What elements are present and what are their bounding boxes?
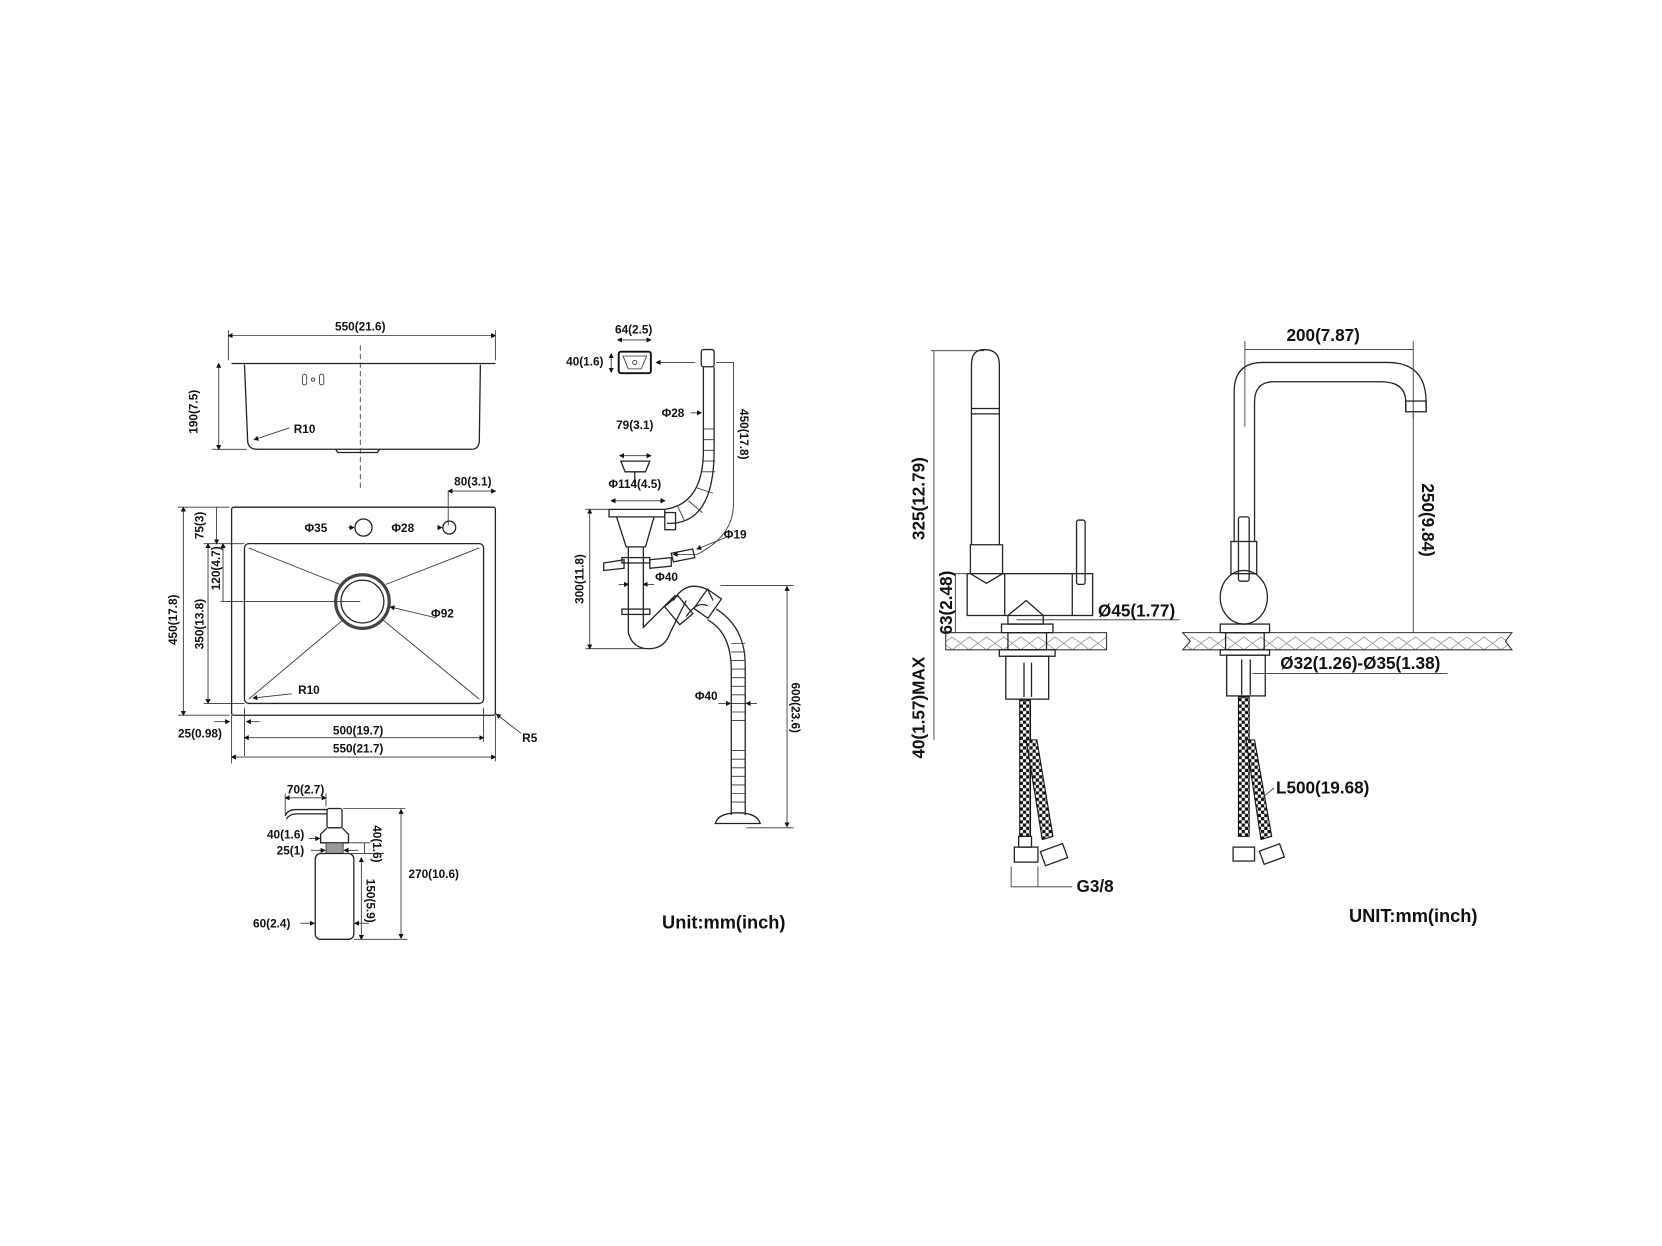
hose-length-label: 450(17.8) xyxy=(737,409,750,460)
bottle-width-label: 60(2.4) xyxy=(253,918,290,931)
tap-offset-label: 80(3.1) xyxy=(454,476,491,489)
outlet-label: Φ40 xyxy=(695,690,718,703)
hose-length-label: L500(19.68) xyxy=(1276,777,1369,797)
bowl-depth-label: 350(13.8) xyxy=(194,599,207,650)
unit-label: UNIT:mm(inch) xyxy=(1349,906,1478,926)
top-margin-label: 75(3) xyxy=(194,512,207,540)
total-height-label: 270(10.6) xyxy=(409,868,460,881)
hose-diameter-label: Φ28 xyxy=(662,407,685,420)
drain-kit: 64(2.5) 40(1.6) Φ28 450(17.8) 79(3.1) Φ1… xyxy=(566,323,801,932)
hole-2-label: Φ28 xyxy=(391,522,414,535)
soap-dispenser: 70(2.7) 40(1.6) 25(1) 60(2.4) 40(1.6) 15… xyxy=(253,783,460,941)
bottle-height-label: 150(5.9) xyxy=(364,879,377,923)
faucet-front-view: 200(7.87) 250(9.84) Ø32(1.26)-Ø35(1.38) … xyxy=(1219,325,1478,926)
faucet-body-label: 63(2.48) xyxy=(936,571,956,635)
unit-label: Unit:mm(inch) xyxy=(662,913,785,933)
mounting-hole-label: Ø32(1.26)-Ø35(1.38) xyxy=(1280,653,1440,673)
inner-radius-label: R10 xyxy=(298,684,320,697)
overall-depth-label: 450(17.8) xyxy=(167,594,180,645)
deck-thickness-label: 40(1.57)MAX xyxy=(908,656,928,759)
sink-top-view: Φ35 Φ28 80(3.1) 75(3) 120(4.7) 350(13.8)… xyxy=(167,476,538,764)
hole-1-label: Φ35 xyxy=(305,522,328,535)
trap-height-label: 300(11.8) xyxy=(573,554,586,604)
neck-label: 25(1) xyxy=(277,845,305,858)
thread-label: 40(1.6) xyxy=(370,825,383,862)
inlet-label: Φ19 xyxy=(724,528,747,541)
overflow-height-label: 40(1.6) xyxy=(566,356,603,369)
overall-width-label: 550(21.7) xyxy=(333,743,384,756)
sink-depth-label: 190(7.5) xyxy=(187,390,200,434)
overflow-width-label: 64(2.5) xyxy=(615,323,652,336)
spout-reach-label: 200(7.87) xyxy=(1286,325,1359,345)
strainer-label: 79(3.1) xyxy=(616,419,653,432)
rim-label: 25(0.98) xyxy=(178,728,222,741)
faucet-height-label: 325(12.79) xyxy=(908,457,928,540)
spout-height-label: 250(9.84) xyxy=(1418,483,1438,556)
drain-offset-label: 120(4.7) xyxy=(210,546,223,590)
sink-side-view: 550(21.6) 190(7.5) R10 xyxy=(187,320,497,488)
drain-label: Φ92 xyxy=(431,608,454,621)
faucet-side-view: 325(12.79) 63(2.48) 40(1.57)MAX Ø45(1.77… xyxy=(908,348,1513,896)
thread-size-label: G3/8 xyxy=(1077,876,1114,896)
body-diameter-label: Ø45(1.77) xyxy=(1098,601,1175,621)
flange-label: Φ114(4.5) xyxy=(608,478,661,491)
spout-label: 70(2.7) xyxy=(287,783,324,796)
outlet-length-label: 600(23.6) xyxy=(788,682,801,733)
corner-radius-label: R5 xyxy=(522,732,538,745)
bowl-width-label: 500(19.7) xyxy=(333,725,384,738)
sink-side-radius-label: R10 xyxy=(294,423,316,436)
pipe-label: Φ40 xyxy=(655,571,678,584)
head-label: 40(1.6) xyxy=(267,829,304,842)
sink-width-label: 550(21.6) xyxy=(335,320,386,333)
